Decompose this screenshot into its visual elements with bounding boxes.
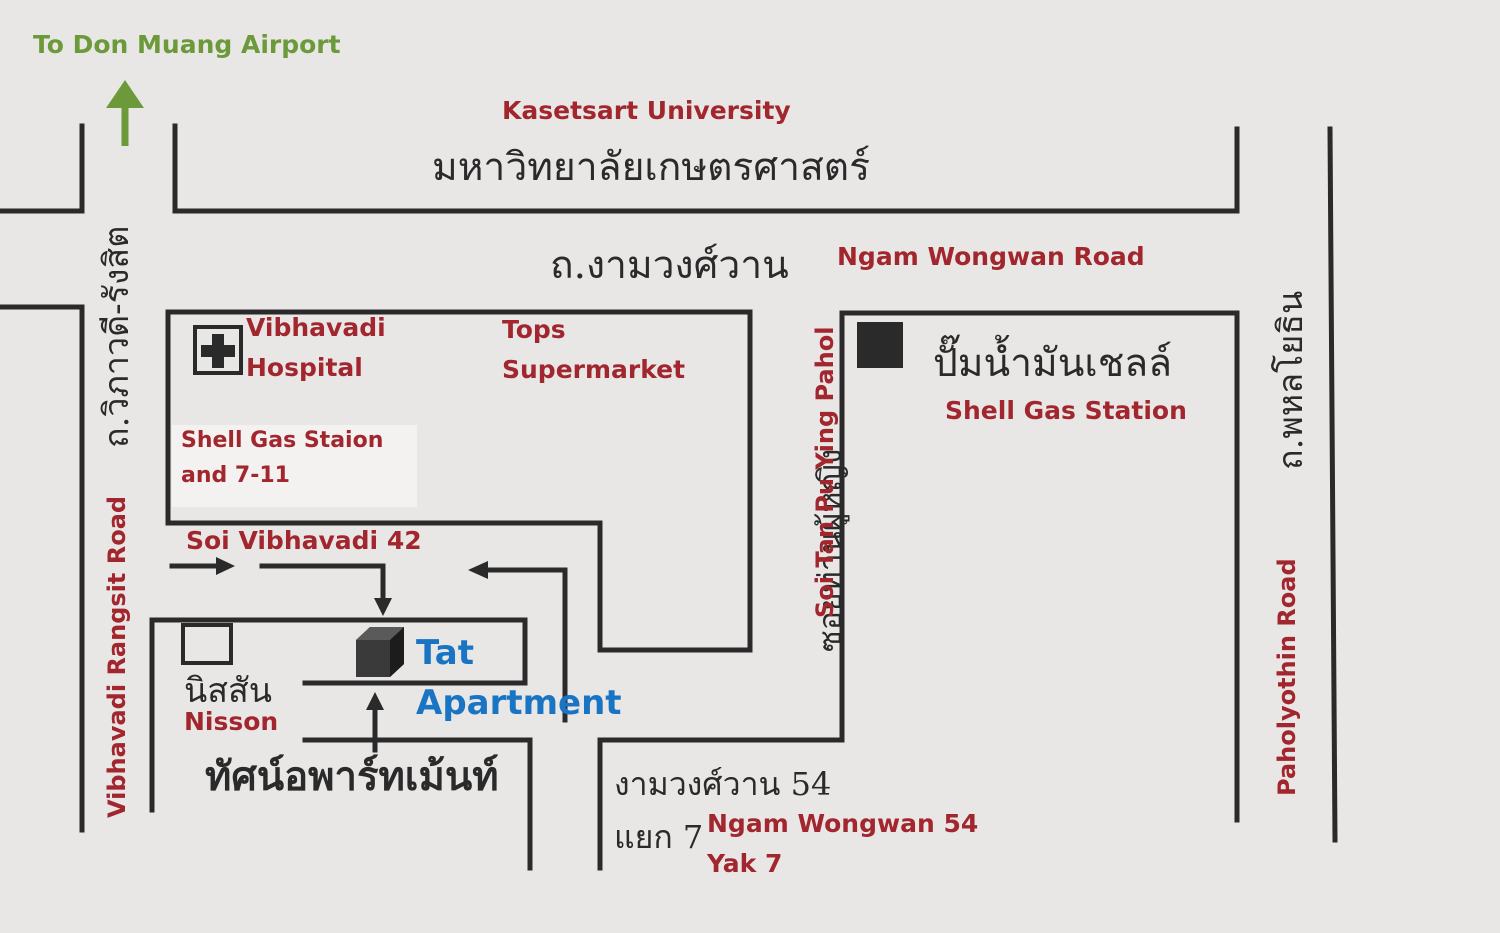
arrow-head-down <box>374 598 392 616</box>
tops-label-line2: Supermarket <box>502 355 686 384</box>
road-edge-apartment-lane <box>149 617 528 813</box>
shell-711-label-line1: Shell Gas Staion <box>181 428 384 453</box>
tat-label-line1: Tat <box>416 633 475 673</box>
arrow-head-up <box>366 692 384 710</box>
ngam54-label-line1: Ngam Wongwan 54 <box>707 809 979 838</box>
airport-label: To Don Muang Airport <box>33 30 341 59</box>
gas-station-square-icon <box>857 322 903 368</box>
soi-vibhavadi-label: Soi Vibhavadi 42 <box>186 526 422 555</box>
nisson-square-icon <box>181 623 233 665</box>
arrow-up-icon <box>106 80 144 146</box>
road-edge-top-left <box>0 123 85 214</box>
shell-711-label-line2: and 7-11 <box>181 463 290 488</box>
nisson-label: Nisson <box>184 707 279 736</box>
arrow-head-right-1 <box>216 557 235 575</box>
paholyothin-thai-label: ถ.พหลโยธิน <box>1271 290 1311 470</box>
road-edge-kasetsart <box>172 123 1240 214</box>
road-edge-ngam54 <box>597 310 1240 871</box>
ngam-wongwan-road-label: Ngam Wongwan Road <box>837 242 1145 271</box>
building-cube-icon <box>356 627 404 677</box>
ngam54-label-line2: Yak 7 <box>707 849 783 878</box>
nisson-thai-label: นิสสัน <box>184 671 272 711</box>
kasetsart-label: Kasetsart University <box>502 96 791 125</box>
tat-apartment-thai-label: ทัศน์อพาร์ทเม้นท์ <box>205 753 499 800</box>
road-edge-vibhavadi-west <box>0 304 85 833</box>
paholyothin-road-label: Paholyothin Road <box>1273 558 1301 796</box>
vibhavadi-thai-label: ถ.วิภาวดี-รังสิต <box>97 225 137 448</box>
vibhavadi-road-label: Vibhavadi Rangsit Road <box>103 495 131 818</box>
kasetsart-thai-label: มหาวิทยาลัยเกษตรศาสตร์ <box>432 145 871 190</box>
tops-label-line1: Tops <box>502 315 566 344</box>
hospital-label-line2: Hospital <box>246 353 363 382</box>
ngam54-thai-line2: แยก 7 <box>614 818 704 856</box>
shell-gas-station-label: Shell Gas Station <box>945 396 1187 425</box>
label-background-patch <box>172 425 417 507</box>
shell-thai-label: ปั๊มน้ำมันเชลล์ <box>933 341 1172 386</box>
road-edge-lower-lane <box>302 737 533 871</box>
ngam54-thai-line1: งามวงศ์วาน 54 <box>614 765 832 803</box>
hospital-label-line1: Vibhavadi <box>246 313 386 342</box>
arrow-head-left <box>468 561 488 579</box>
road-edge-paholyothin-east <box>1327 126 1338 843</box>
hospital-cross-icon <box>193 325 243 375</box>
arrow-path-right <box>482 567 568 723</box>
ngam-wongwan-thai-label: ถ.งามวงศ์วาน <box>550 243 789 288</box>
tat-label-line2: Apartment <box>416 683 622 723</box>
road-edge-hospital-block <box>165 309 753 653</box>
soi-tan-road-label: Soi Tan Pu Ying Pahol <box>811 326 839 618</box>
